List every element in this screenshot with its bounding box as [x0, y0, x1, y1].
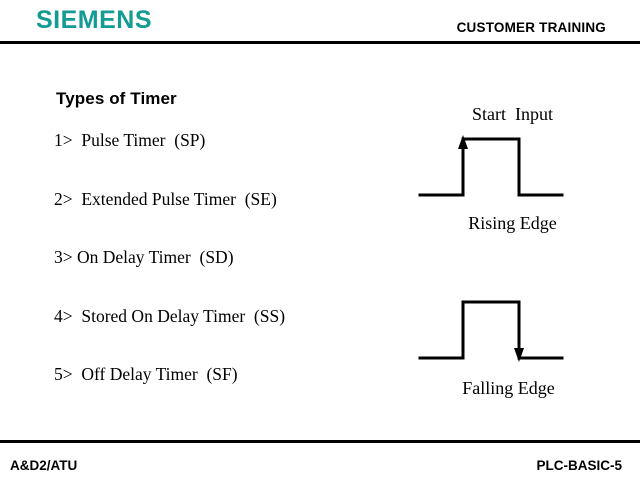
rising-edge-label: Rising Edge: [468, 213, 557, 233]
header-title: CUSTOMER TRAINING: [456, 20, 606, 35]
slide-footer: A&D2/ATU PLC-BASIC-5: [0, 440, 640, 480]
footer-left-text: A&D2/ATU: [10, 458, 78, 473]
footer-right-text: PLC-BASIC-5: [536, 458, 622, 473]
header-divider: [0, 41, 640, 44]
falling-edge-diagram: Falling Edge: [412, 288, 632, 399]
rising-edge-waveform-icon: [418, 135, 564, 197]
timer-type-list: 1> Pulse Timer (SP) 2> Extended Pulse Ti…: [54, 130, 414, 425]
rising-edge-diagram: Start Input Rising Edge: [412, 104, 632, 234]
page-title: Types of Timer: [56, 89, 177, 108]
list-item: 1> Pulse Timer (SP): [54, 130, 206, 150]
list-item: 5> Off Delay Timer (SF): [54, 364, 238, 384]
start-input-label: Start Input: [472, 104, 553, 124]
falling-edge-waveform-icon: [418, 300, 564, 362]
list-item: 2> Extended Pulse Timer (SE): [54, 188, 277, 209]
list-item: 3> On Delay Timer (SD): [54, 247, 234, 267]
arrow-up-icon: [458, 135, 468, 149]
falling-edge-label: Falling Edge: [462, 378, 555, 398]
arrow-down-icon: [514, 348, 524, 362]
slide-header: SIEMENS CUSTOMER TRAINING: [0, 0, 640, 44]
list-item: 4> Stored On Delay Timer (SS): [54, 305, 286, 326]
footer-divider: [0, 440, 640, 443]
siemens-logo: SIEMENS: [36, 6, 153, 34]
